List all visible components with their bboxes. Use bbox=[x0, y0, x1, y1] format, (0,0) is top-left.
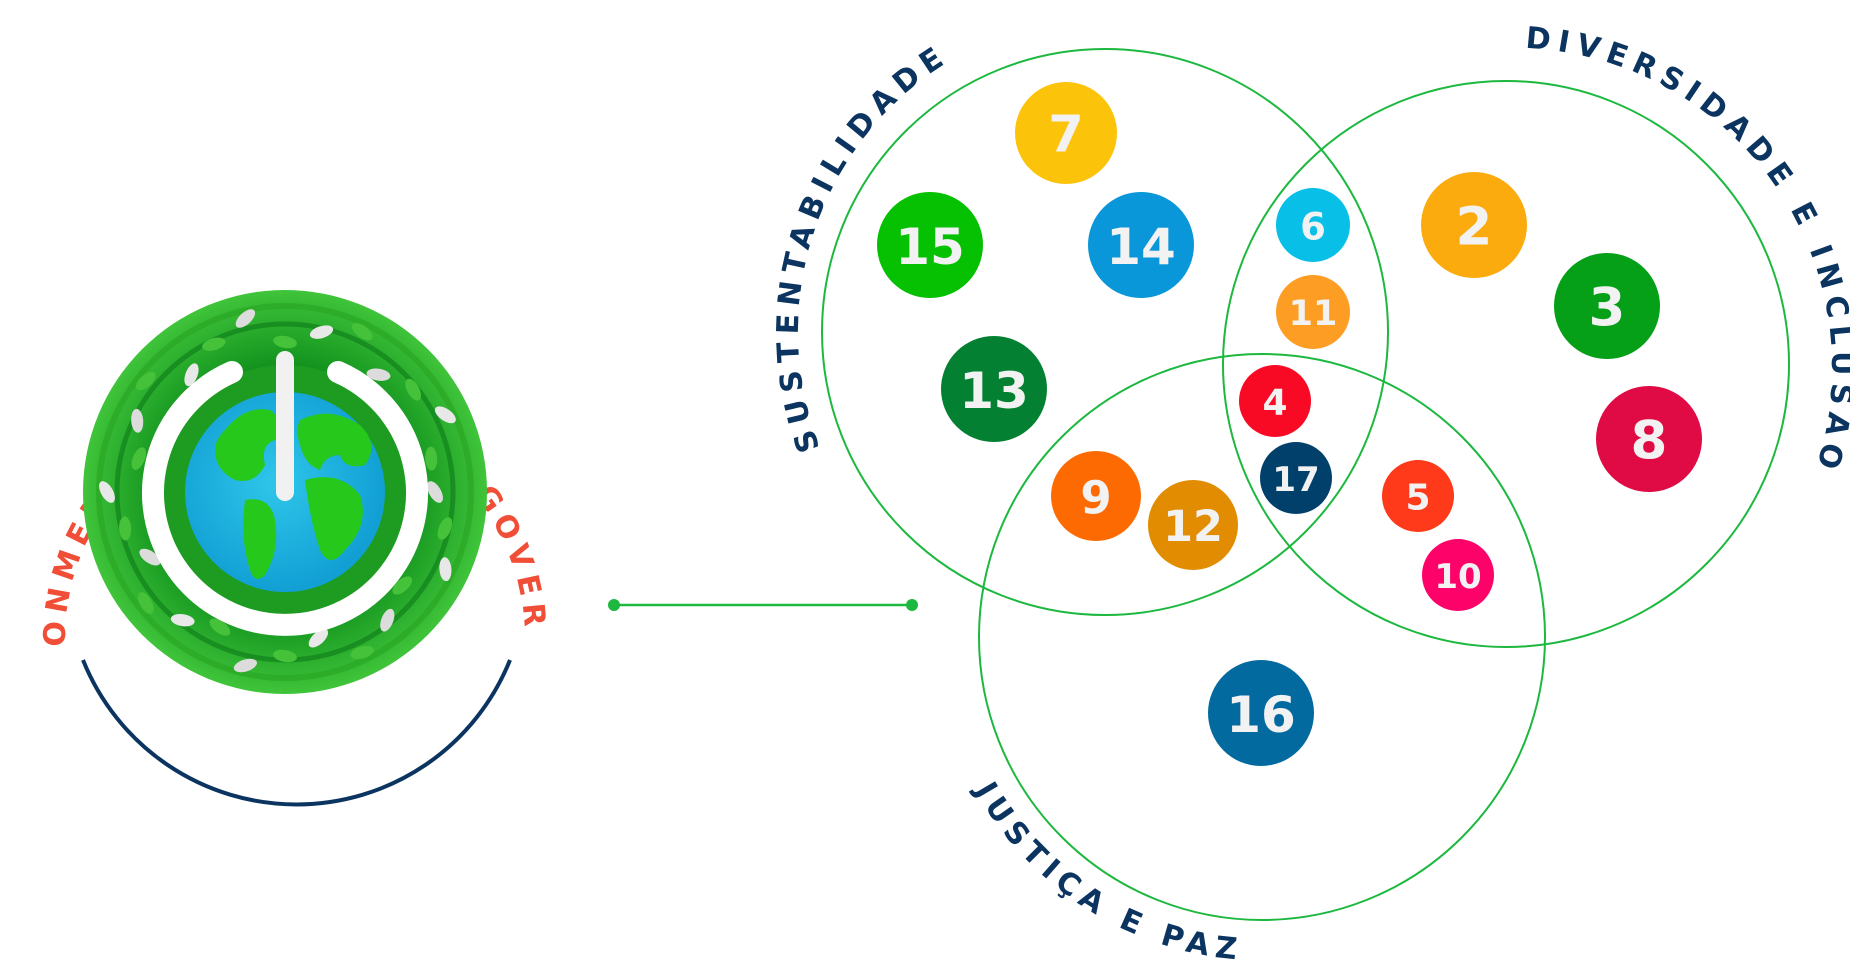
sdg-goal-8: 8 bbox=[1596, 386, 1702, 492]
sdg-goal-bubble bbox=[1015, 82, 1117, 184]
sdg-goal-number: 4 bbox=[1262, 383, 1287, 424]
leaf-icon bbox=[235, 309, 256, 328]
sdg-goal-number: 11 bbox=[1289, 294, 1338, 334]
globe-continents bbox=[215, 409, 372, 579]
leaf-icon bbox=[209, 618, 231, 636]
sdg-goal-5: 5 bbox=[1382, 460, 1454, 532]
leaf-icon bbox=[380, 608, 395, 632]
sdg-goal-number: 7 bbox=[1048, 106, 1084, 165]
connector-line bbox=[608, 599, 918, 611]
sdg-goal-bubble bbox=[1421, 172, 1527, 278]
venn-circle-sustentabilidade bbox=[821, 48, 1389, 616]
sdg-goal-bubble bbox=[1554, 253, 1660, 359]
label-justica: JUSTIÇA E PAZ bbox=[967, 775, 1246, 968]
sdg-goal-bubble bbox=[1382, 460, 1454, 532]
sdg-goal-bubble bbox=[1422, 539, 1494, 611]
sdg-goal-number: 14 bbox=[1106, 218, 1176, 276]
leaf-icon bbox=[139, 548, 161, 566]
leaf-icon bbox=[392, 576, 413, 595]
sdg-goal-17: 17 bbox=[1260, 442, 1332, 514]
leaf-icon bbox=[350, 645, 374, 660]
leaf-icon bbox=[233, 658, 258, 673]
leaf-icon bbox=[99, 481, 115, 503]
sdg-goal-13: 13 bbox=[941, 336, 1047, 442]
leaf-icon bbox=[131, 408, 144, 433]
sdg-goal-2: 2 bbox=[1421, 172, 1527, 278]
sdg-goal-12: 12 bbox=[1148, 480, 1238, 570]
leaf-icon bbox=[202, 337, 226, 351]
sdg-goal-number: 12 bbox=[1163, 502, 1223, 552]
sdg-goal-bubble bbox=[1260, 442, 1332, 514]
venn-circle-diversidade bbox=[1222, 80, 1790, 648]
sdg-goal-bubble bbox=[877, 192, 983, 298]
sdg-goal-bubble bbox=[1239, 365, 1311, 437]
leaf-icon bbox=[170, 614, 195, 627]
sdg-goal-number: 2 bbox=[1456, 197, 1493, 258]
sdg-goal-bubble bbox=[1051, 451, 1141, 541]
sdg-goal-number: 17 bbox=[1272, 460, 1319, 500]
sdg-goal-9: 9 bbox=[1051, 451, 1141, 541]
sdg-goal-number: 5 bbox=[1405, 478, 1430, 519]
sdg-goal-15: 15 bbox=[877, 192, 983, 298]
sdg-goal-10: 10 bbox=[1422, 539, 1494, 611]
sdg-goal-number: 6 bbox=[1300, 206, 1326, 249]
sdg-goal-number: 9 bbox=[1080, 472, 1111, 525]
leaf-icon bbox=[439, 557, 452, 582]
leaf-icon bbox=[427, 481, 443, 503]
connector-dot-right bbox=[906, 599, 918, 611]
leaf-icon bbox=[366, 368, 391, 381]
leaf-icon bbox=[405, 378, 421, 401]
leaf-icon bbox=[184, 363, 199, 387]
sdg-goal-bubble bbox=[1276, 188, 1350, 262]
leaf-icon bbox=[138, 592, 154, 614]
leaf-icon bbox=[135, 371, 156, 391]
power-ring bbox=[142, 361, 428, 636]
esg-logo: ENVIRONMENTAL, SOCIAL AND GOVERNANCE bbox=[0, 0, 545, 807]
leaf-icon bbox=[351, 323, 373, 341]
sdg-goal-number: 15 bbox=[895, 218, 965, 276]
sdg-goal-number: 13 bbox=[959, 362, 1029, 420]
connector-dot-left bbox=[608, 599, 620, 611]
sdg-goal-bubble bbox=[1148, 480, 1238, 570]
leaf-icon bbox=[119, 516, 132, 541]
sdg-goal-3: 3 bbox=[1554, 253, 1660, 359]
sdg-goal-14: 14 bbox=[1088, 192, 1194, 298]
leaf-icon bbox=[273, 649, 297, 663]
sdg-goal-number: 10 bbox=[1434, 557, 1481, 597]
sdg-goal-16: 16 bbox=[1208, 660, 1314, 766]
sdg-goal-number: 8 bbox=[1631, 411, 1668, 472]
power-globe-icon bbox=[83, 290, 487, 694]
sdg-goal-number: 3 bbox=[1589, 278, 1626, 339]
leaf-icon bbox=[425, 446, 438, 471]
sdg-goal-11: 11 bbox=[1276, 275, 1350, 349]
sdg-goal-7: 7 bbox=[1015, 82, 1117, 184]
leaf-icon bbox=[273, 335, 297, 349]
leaf-icon bbox=[308, 628, 329, 648]
sdg-goals: 7 15 14 13 6 11 4 17 9 12 510 2 3 8 16 bbox=[877, 82, 1702, 766]
label-justica-text: JUSTIÇA E PAZ bbox=[967, 775, 1239, 968]
leaf-icon bbox=[434, 406, 456, 424]
sdg-goal-bubble bbox=[1208, 660, 1314, 766]
sdg-goal-bubble bbox=[1276, 275, 1350, 349]
logo-underline-arc bbox=[81, 659, 512, 807]
sdg-goal-6: 6 bbox=[1276, 188, 1350, 262]
sdg-goal-4: 4 bbox=[1239, 365, 1311, 437]
venn-circle-justica bbox=[978, 353, 1546, 921]
sdg-goal-bubble bbox=[1088, 192, 1194, 298]
sdg-goal-bubble bbox=[941, 336, 1047, 442]
sdg-goal-number: 16 bbox=[1226, 686, 1296, 744]
leaf-icon bbox=[309, 325, 334, 339]
leaf-sprigs bbox=[99, 309, 456, 673]
leaf-icon bbox=[437, 517, 453, 540]
sdg-goal-bubble bbox=[1596, 386, 1702, 492]
venn-diagram: SUSTENTABILIDADE DIVERSIDADE E INCLUSÃO … bbox=[771, 21, 1850, 968]
leaf-icon bbox=[131, 447, 147, 470]
